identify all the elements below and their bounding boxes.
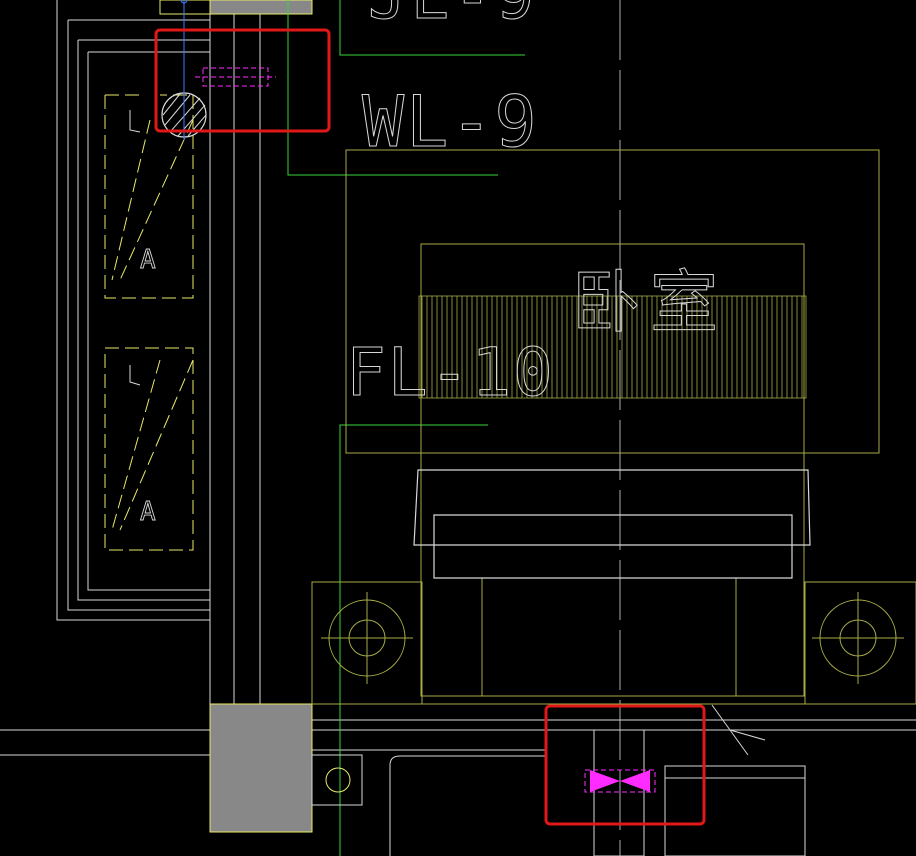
column-bottom [209,703,313,833]
column-top [209,0,313,15]
bed-frame [413,469,811,579]
green-leaders [287,0,525,856]
door-symbol-upper [104,94,194,299]
door-symbol-lower [104,347,194,551]
blue-node [180,0,188,4]
highlight-box-bottom[interactable] [544,704,706,826]
highlight-box-top[interactable] [154,28,331,133]
hatched-rug [418,295,807,399]
room-label: 卧室 [572,264,728,343]
label-wl-9: WL-9 [362,81,539,163]
column-top-left-small [159,0,211,15]
floor-drain [311,754,363,806]
nightstand-lamp-left [321,592,413,684]
room-outline [311,149,916,705]
left-wall-outline [0,0,916,756]
leader-arrow [711,704,766,756]
door-tag-upper: A [140,245,156,275]
door-tag-lower: A [140,497,156,527]
magenta-valve-bottom [584,769,656,793]
j-hook-marks [129,110,141,386]
bottom-right-box [389,729,806,856]
label-top-partial: JL-9 [368,0,538,34]
nightstand-lamp-right [812,592,904,684]
label-fl-10: FL-10 [346,334,555,411]
